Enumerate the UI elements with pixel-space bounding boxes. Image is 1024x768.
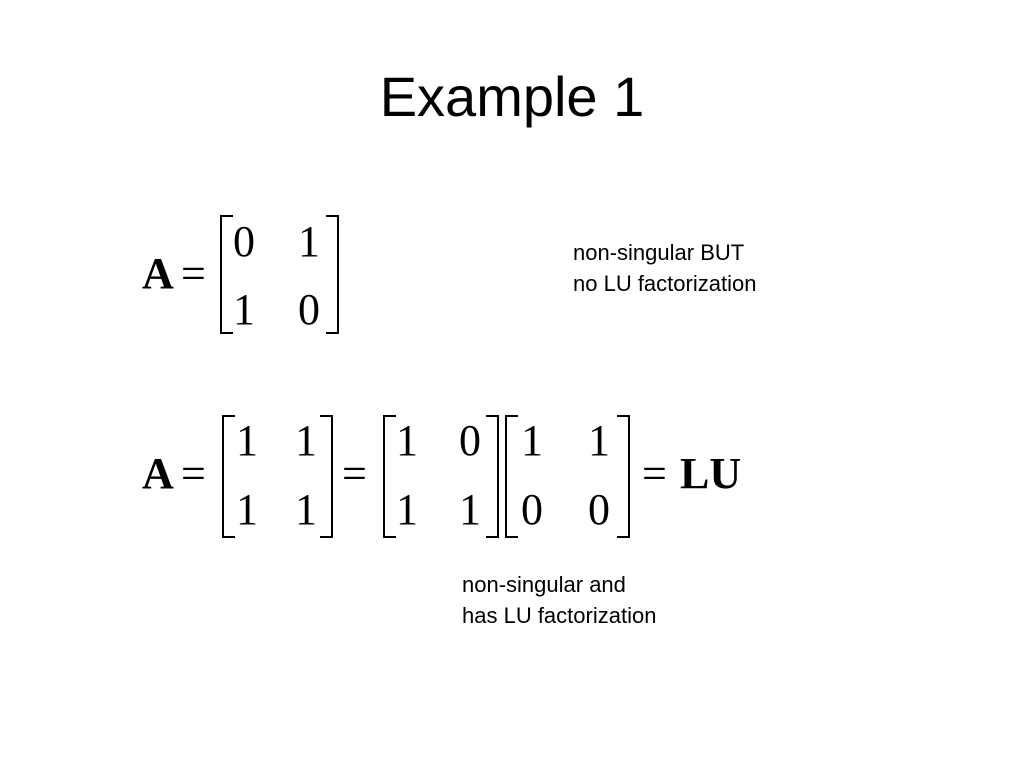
- matrix-cell: 1: [396, 416, 418, 465]
- matrix-a-singular: 0 1 1 0: [220, 215, 339, 334]
- note-line: no LU factorization: [573, 271, 757, 296]
- matrix-cell: 1: [459, 485, 481, 534]
- lu-product: LU: [680, 449, 741, 498]
- right-bracket: [486, 415, 499, 538]
- slide-title: Example 1: [379, 65, 645, 128]
- equation-2: A = 1 1 1 1 = 1 0 1 1 1 1 0 0 = LU: [142, 415, 741, 538]
- left-bracket: [383, 415, 396, 538]
- matrix-l: 1 0 1 1: [383, 415, 499, 538]
- matrix-cell: 1: [396, 485, 418, 534]
- matrix-cell: 1: [521, 416, 543, 465]
- matrix-cell: 0: [521, 485, 543, 534]
- matrix-cell: 0: [298, 285, 320, 334]
- matrix-cell: 1: [295, 485, 317, 534]
- note-line: non-singular BUT: [573, 240, 745, 265]
- note-line: has LU factorization: [462, 603, 657, 628]
- matrix-cell: 1: [236, 485, 258, 534]
- right-bracket: [326, 215, 339, 334]
- equals-sign: =: [642, 449, 667, 498]
- right-bracket: [617, 415, 630, 538]
- equation-1: A = 0 1 1 0: [142, 215, 339, 334]
- matrix-cell: 1: [298, 217, 320, 266]
- matrix-cell: 1: [233, 285, 255, 334]
- left-bracket: [505, 415, 518, 538]
- matrix-cell: 1: [295, 416, 317, 465]
- matrix-cell: 0: [233, 217, 255, 266]
- matrix-cell: 1: [588, 416, 610, 465]
- matrix-u: 1 1 0 0: [505, 415, 630, 538]
- equals-sign: =: [181, 449, 206, 498]
- note-no-lu: non-singular BUT no LU factorization: [573, 237, 756, 299]
- matrix-cell: 1: [236, 416, 258, 465]
- equals-sign: =: [181, 249, 206, 298]
- right-bracket: [320, 415, 333, 538]
- left-bracket: [222, 415, 235, 538]
- matrix-a-symbol: A: [142, 449, 174, 498]
- note-line: non-singular and: [462, 572, 626, 597]
- matrix-cell: 0: [588, 485, 610, 534]
- matrix-a-ones: 1 1 1 1: [222, 415, 333, 538]
- equals-sign: =: [342, 449, 367, 498]
- left-bracket: [220, 215, 233, 334]
- note-has-lu: non-singular and has LU factorization: [462, 569, 656, 631]
- matrix-a-symbol: A: [142, 249, 174, 298]
- matrix-cell: 0: [459, 416, 481, 465]
